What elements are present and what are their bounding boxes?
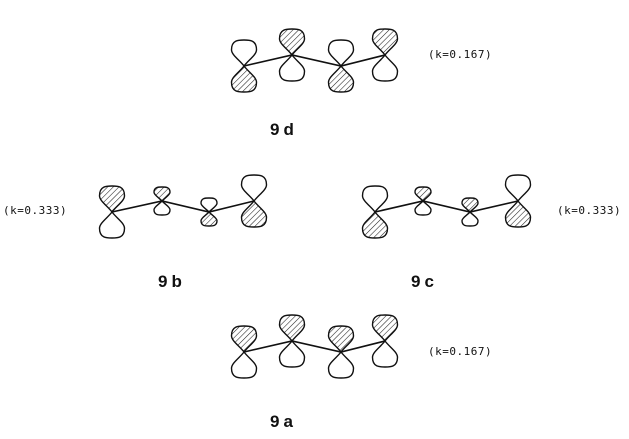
p-orbital-top-lobe-9b-3 xyxy=(200,197,218,214)
k-value-9a: (k=0.167) xyxy=(428,345,493,358)
carbon-chain-9c xyxy=(374,200,519,213)
p-orbital-bottom-lobe-9a-2 xyxy=(278,339,306,368)
diagram-9a xyxy=(230,314,399,379)
diagram-9c xyxy=(361,174,532,239)
p-orbital-bottom-lobe-9a-4 xyxy=(371,339,399,368)
p-orbital-bottom-lobe-9d-1 xyxy=(230,64,258,93)
p-orbital-top-lobe-9a-1 xyxy=(230,325,258,354)
carbon-chain-9d xyxy=(243,54,386,67)
p-orbital-top-lobe-9a-4 xyxy=(371,314,399,343)
p-orbital-bottom-lobe-9c-3 xyxy=(461,210,479,227)
p-orbital-top-lobe-9c-2 xyxy=(414,186,432,203)
p-orbital-top-lobe-9d-2 xyxy=(278,28,306,57)
diagram-label-9b: 9b xyxy=(158,272,186,291)
p-orbital-bottom-lobe-9b-1 xyxy=(98,210,126,239)
p-orbital-top-lobe-9b-4 xyxy=(240,174,268,203)
p-orbital-bottom-lobe-9d-2 xyxy=(278,53,306,82)
p-orbital-top-lobe-9b-1 xyxy=(98,185,126,214)
diagram-label-9a: 9a xyxy=(270,412,297,431)
p-orbital-bottom-lobe-9b-4 xyxy=(240,199,268,228)
diagram-9b xyxy=(98,174,268,239)
p-orbital-bottom-lobe-9b-2 xyxy=(153,199,171,216)
p-orbital-top-lobe-9d-3 xyxy=(327,39,355,68)
p-orbital-bottom-lobe-9c-2 xyxy=(414,199,432,216)
k-value-9c: (k=0.333) xyxy=(557,204,622,217)
p-orbital-bottom-lobe-9b-3 xyxy=(200,210,218,227)
p-orbital-top-lobe-9d-1 xyxy=(230,39,258,68)
p-orbital-bottom-lobe-9c-1 xyxy=(361,210,389,239)
k-value-9d: (k=0.167) xyxy=(428,48,493,61)
p-orbital-top-lobe-9d-4 xyxy=(371,28,399,57)
p-orbital-top-lobe-9a-2 xyxy=(278,314,306,343)
p-orbital-top-lobe-9c-1 xyxy=(361,185,389,214)
p-orbital-bottom-lobe-9a-1 xyxy=(230,350,258,379)
p-orbital-bottom-lobe-9d-3 xyxy=(327,64,355,93)
diagram-label-9c: 9c xyxy=(411,272,438,291)
p-orbital-bottom-lobe-9a-3 xyxy=(327,350,355,379)
carbon-chain-9b xyxy=(111,200,255,213)
p-orbital-top-lobe-9a-3 xyxy=(327,325,355,354)
p-orbital-bottom-lobe-9d-4 xyxy=(371,53,399,82)
carbon-chain-9a xyxy=(243,340,386,353)
k-value-9b: (k=0.333) xyxy=(3,204,68,217)
p-orbital-top-lobe-9c-4 xyxy=(504,174,532,203)
diagram-label-9d: 9d xyxy=(270,120,298,139)
diagram-9d xyxy=(230,28,399,93)
p-orbital-top-lobe-9b-2 xyxy=(153,186,171,203)
p-orbital-bottom-lobe-9c-4 xyxy=(504,199,532,228)
p-orbital-top-lobe-9c-3 xyxy=(461,197,479,214)
